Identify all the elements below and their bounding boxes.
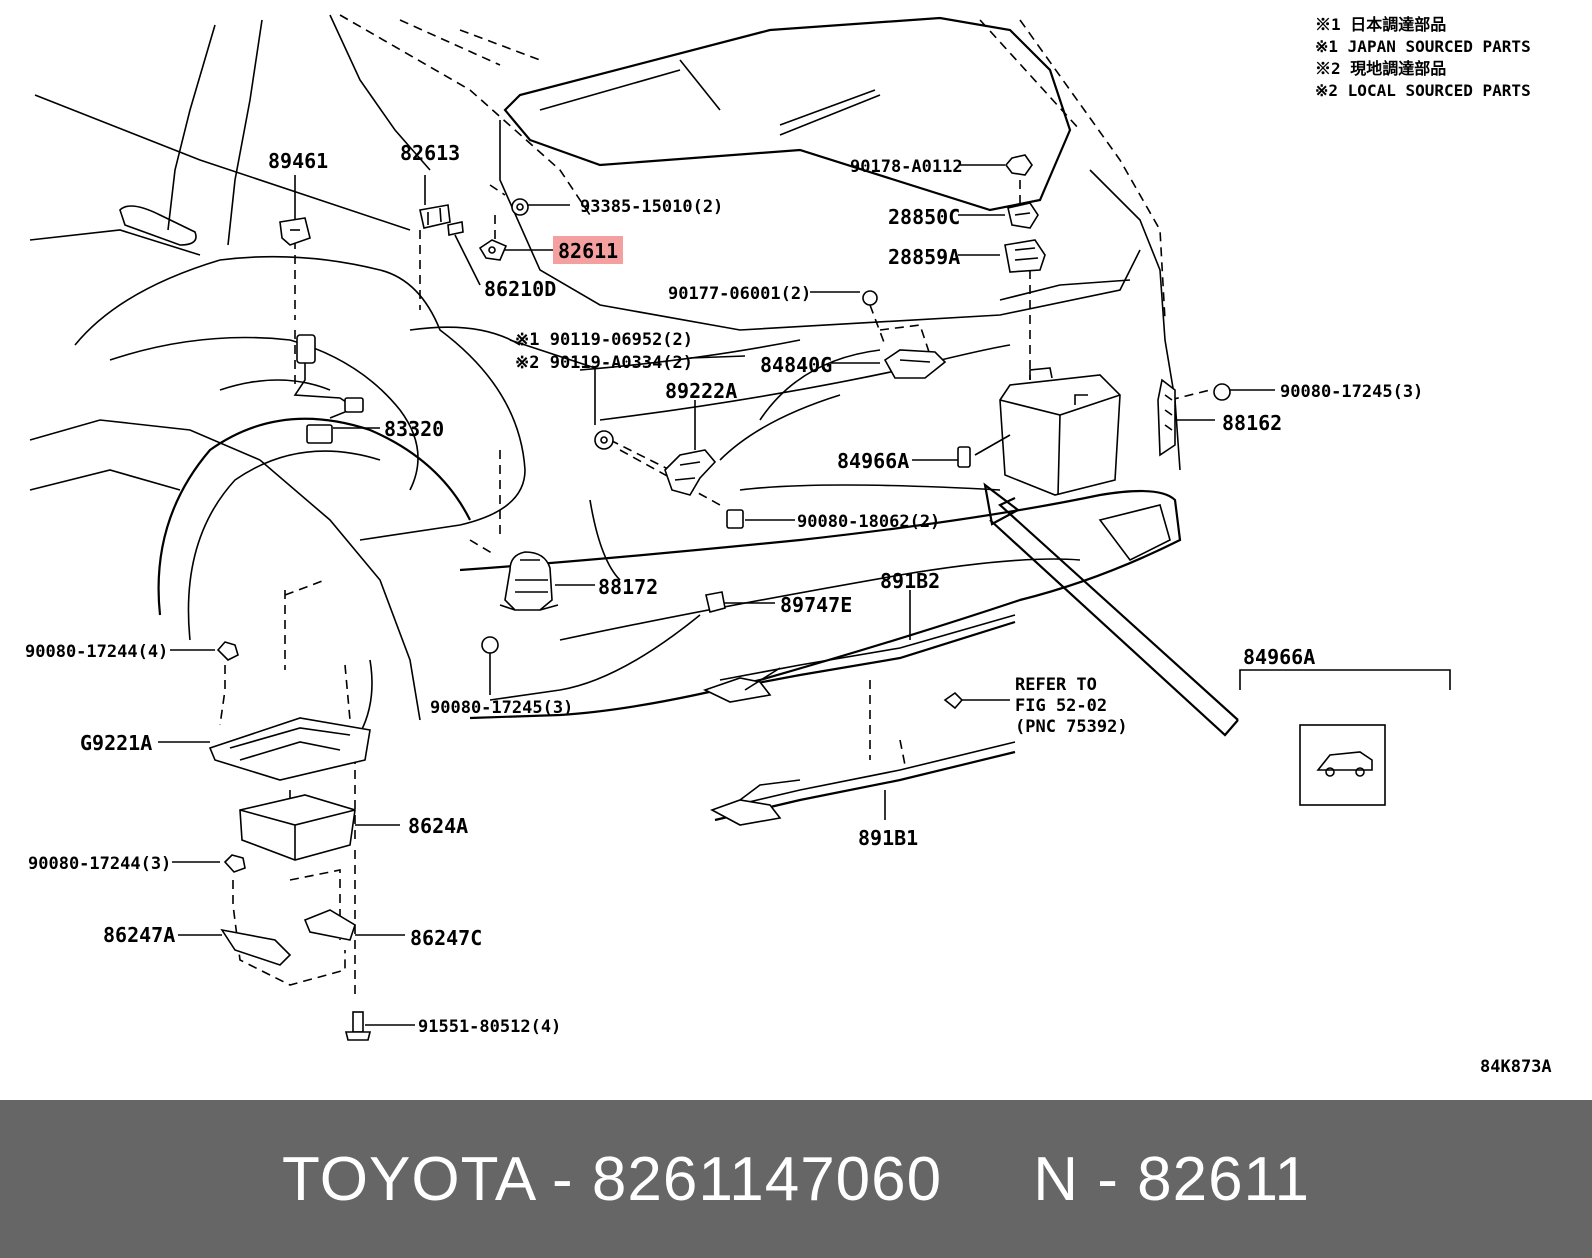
part-number-footer: TOYOTA - 8261147060 N - 82611 (0, 1100, 1592, 1258)
label-891B1: 891B1 (858, 826, 918, 850)
note-1-en: ※1 JAPAN SOURCED PARTS (1315, 37, 1531, 56)
label-90080-17245-bottom: 90080-17245(3) (430, 698, 573, 718)
note-1-jp: ※1 日本調達部品 (1315, 15, 1446, 34)
figure-id: 84K873A (1480, 1057, 1552, 1077)
label-90119-jp: ※1 90119-06952(2) (515, 330, 693, 350)
part-G9221A-bracket (208, 717, 371, 781)
part-8624A-ecu (239, 794, 356, 861)
part-86210D (447, 221, 464, 236)
footer-part-number: TOYOTA - 8261147060 N - 82611 (282, 1144, 1310, 1214)
highlight-82611 (553, 236, 623, 264)
label-91551: 91551-80512(4) (418, 1017, 561, 1037)
part-90178 (1004, 154, 1033, 176)
part-84840G (883, 349, 947, 379)
label-refer-1: REFER TO (1015, 675, 1097, 695)
label-90080-17244-3: 90080-17244(3) (28, 854, 171, 874)
part-82613 (419, 204, 451, 229)
label-90178: 90178-A0112 (850, 157, 963, 177)
label-891B2: 891B2 (880, 569, 940, 593)
part-86247C (303, 909, 356, 941)
part-89461 (279, 217, 311, 246)
label-82611: 82611 (558, 239, 618, 263)
part-refer-clip (943, 691, 964, 710)
note-2-jp: ※2 現地調達部品 (1315, 59, 1446, 78)
label-28859A: 28859A (888, 245, 960, 269)
part-93385 (511, 198, 529, 216)
parts-diagram-svg: ※1 日本調達部品 ※1 JAPAN SOURCED PARTS ※2 現地調達… (25, 14, 1552, 1077)
part-88162 (1157, 378, 1176, 457)
label-90177: 90177-06001(2) (668, 284, 811, 304)
part-90119 (594, 430, 614, 450)
part-labels: 89461 82613 93385-15010(2) 82611 86210D … (25, 141, 1552, 1077)
label-89747E: 89747E (780, 593, 852, 617)
part-86247A (220, 928, 292, 966)
label-89222A: 89222A (665, 379, 737, 403)
label-89461: 89461 (268, 149, 328, 173)
label-refer-3: (PNC 75392) (1015, 717, 1128, 737)
label-93385: 93385-15010(2) (580, 197, 723, 217)
part-88172-horn (499, 551, 559, 611)
part-90080-17244-4 (216, 641, 239, 661)
part-84966A (957, 446, 971, 468)
inset-84966A-symbol (1299, 724, 1386, 806)
label-8624A: 8624A (408, 814, 468, 838)
label-90080-18062: 90080-18062(2) (797, 512, 940, 532)
part-90080-17245-top (1213, 383, 1231, 401)
part-891B2-harness (702, 614, 1016, 703)
notes: ※1 日本調達部品 ※1 JAPAN SOURCED PARTS ※2 現地調達… (1315, 15, 1531, 100)
part-90080-17244-3 (223, 854, 246, 873)
label-83320: 83320 (384, 417, 444, 441)
part-28859A (1004, 239, 1046, 273)
part-891B1-harness (710, 741, 1016, 826)
label-88162: 88162 (1222, 411, 1282, 435)
part-83320-harness (293, 334, 364, 444)
label-88172: 88172 (598, 575, 658, 599)
label-28850C: 28850C (888, 205, 960, 229)
part-90177 (862, 290, 878, 306)
label-84966A: 84966A (837, 449, 909, 473)
parts-diagram: ※1 日本調達部品 ※1 JAPAN SOURCED PARTS ※2 現地調達… (25, 14, 1552, 1077)
battery-pointer-arrow (983, 482, 1239, 737)
part-90080-18062 (726, 509, 744, 529)
label-86210D: 86210D (484, 277, 556, 301)
label-refer-2: FIG 52-02 (1015, 696, 1107, 716)
part-89747E (705, 591, 726, 613)
label-84840G: 84840G (760, 353, 832, 377)
part-89222A (664, 449, 717, 496)
leader-lines (158, 164, 1451, 1026)
vehicle-outline (29, 14, 1182, 761)
part-91551-bolt (344, 1011, 372, 1041)
label-G9221A: G9221A (80, 731, 152, 755)
part-28850C (1007, 202, 1039, 229)
label-84966A-inset: 84966A (1243, 645, 1315, 669)
label-90080-17245-top: 90080-17245(3) (1280, 382, 1423, 402)
note-2-en: ※2 LOCAL SOURCED PARTS (1315, 81, 1531, 100)
label-90119-local: ※2 90119-A0334(2) (515, 353, 693, 373)
label-86247A: 86247A (103, 923, 175, 947)
label-82613: 82613 (400, 141, 460, 165)
label-90080-17244-4: 90080-17244(4) (25, 642, 168, 662)
part-82611 (478, 239, 508, 261)
part-90080-17245-bottom (481, 636, 499, 654)
battery-illustration (999, 367, 1121, 496)
label-86247C: 86247C (410, 926, 482, 950)
